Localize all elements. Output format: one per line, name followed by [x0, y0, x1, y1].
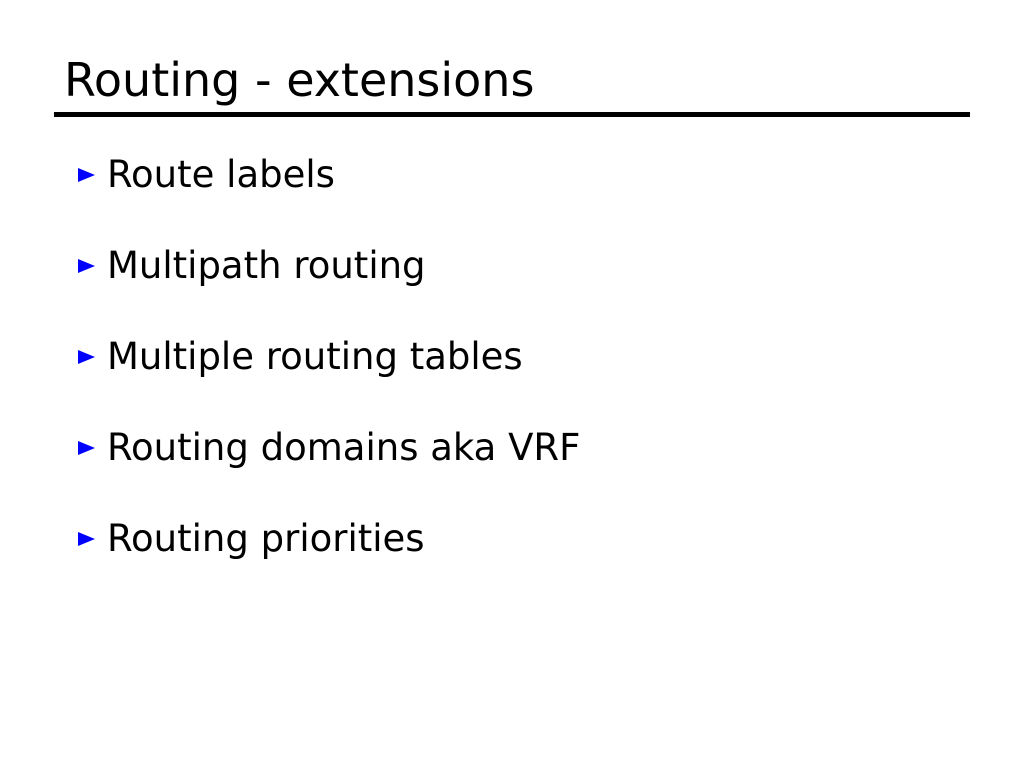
- list-item-label: Multipath routing: [107, 244, 426, 287]
- page-title: Routing - extensions: [64, 53, 535, 107]
- list-item-label: Routing priorities: [107, 517, 425, 560]
- list-item-label: Route labels: [107, 153, 335, 196]
- list-item[interactable]: Route labels: [78, 155, 978, 246]
- list-item[interactable]: Multipath routing: [78, 246, 978, 337]
- triangle-right-icon: [78, 168, 95, 182]
- list-item[interactable]: Routing priorities: [78, 519, 978, 610]
- title-divider-rule: [54, 112, 970, 117]
- triangle-right-icon: [78, 350, 95, 364]
- bullet-list: Route labels Multipath routing Multiple …: [78, 155, 978, 610]
- triangle-right-icon: [78, 441, 95, 455]
- triangle-right-icon: [78, 259, 95, 273]
- triangle-right-icon: [78, 532, 95, 546]
- list-item[interactable]: Multiple routing tables: [78, 337, 978, 428]
- list-item-label: Routing domains aka VRF: [107, 426, 581, 469]
- list-item-label: Multiple routing tables: [107, 335, 523, 378]
- list-item[interactable]: Routing domains aka VRF: [78, 428, 978, 519]
